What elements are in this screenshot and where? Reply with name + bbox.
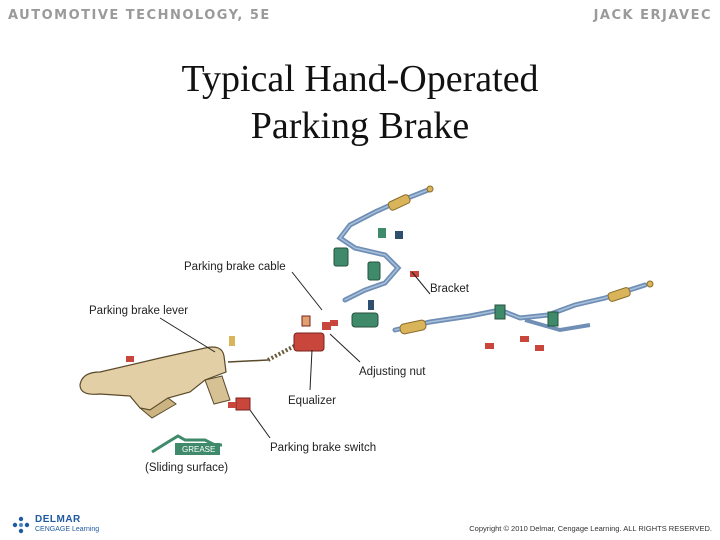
parking-brake-switch xyxy=(228,397,251,411)
publisher-logo: DELMAR CENGAGE Learning xyxy=(12,515,99,535)
front-cable xyxy=(336,185,434,303)
book-title: AUTOMOTIVE TECHNOLOGY, 5E xyxy=(8,8,271,23)
label-parking-brake-cable: Parking brake cable xyxy=(184,261,286,273)
parking-brake-lever xyxy=(79,336,269,419)
grease-label: GREASE xyxy=(182,445,215,454)
label-parking-brake-lever: Parking brake lever xyxy=(89,305,189,317)
title-line-1: Typical Hand-Operated xyxy=(181,58,539,100)
label-equalizer: Equalizer xyxy=(288,395,336,407)
rear-cable xyxy=(392,280,654,335)
title-line-2: Parking Brake xyxy=(250,105,470,147)
label-parking-brake-switch: Parking brake switch xyxy=(270,442,377,454)
equalizer-assembly xyxy=(267,315,331,362)
label-bracket: Bracket xyxy=(430,283,469,295)
author-name: JACK ERJAVEC xyxy=(593,8,712,23)
logo-line-2: CENGAGE Learning xyxy=(35,526,100,533)
bolts xyxy=(126,271,544,362)
copyright-notice: Copyright © 2010 Delmar, Cengage Learnin… xyxy=(469,524,712,533)
slide-title: Typical Hand-Operated Parking Brake xyxy=(0,56,720,150)
grease-part: GREASE xyxy=(151,434,222,455)
leader-lines xyxy=(159,271,431,439)
green-brackets xyxy=(333,228,403,328)
logo-line-1: DELMAR xyxy=(35,514,81,525)
label-adjusting-nut: Adjusting nut xyxy=(359,366,426,378)
label-sliding-surface: (Sliding surface) xyxy=(145,462,229,474)
delmar-logo-icon xyxy=(12,516,30,534)
